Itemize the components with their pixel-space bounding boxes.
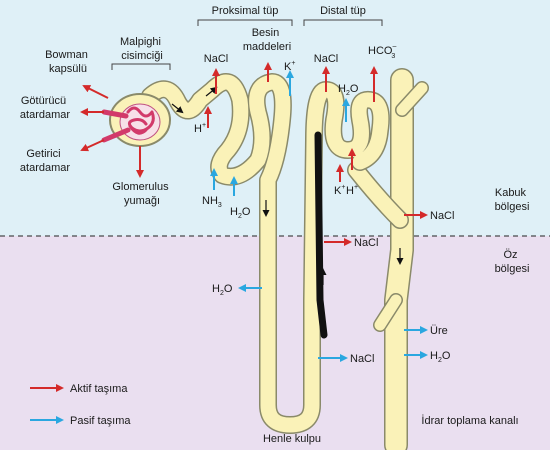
nacl-proximal: NaCl [204,53,228,65]
nephron-tube [141,73,390,434]
idrar-label: İdrar toplama kanalı [421,414,518,427]
k-proximal: K+ [284,60,295,73]
brackets [111,19,383,70]
h-proximal: H+ [194,122,206,135]
legend-passive: Pasif taşıma [70,415,131,427]
nacl-medulla: NaCl [350,353,374,365]
glomerulus-tuft [101,106,155,143]
active-arrows [30,62,428,392]
k-distal: K+ [334,184,345,197]
nacl-cortex-duct: NaCl [430,210,454,222]
glomerulus-label: Glomerulus yumağı [112,181,171,207]
legend-active: Aktif taşıma [70,383,128,395]
h2o-collecting: H2O [430,350,451,364]
goturucu-label: Götürücü atardamar [20,95,70,121]
ure-label: Üre [430,325,448,337]
collecting-duct [347,68,429,450]
nacl-ascending: NaCl [354,237,378,249]
h2o-proximal: H2O [230,206,251,220]
nh3-proximal: NH3 [202,195,222,209]
h2o-descending: H2O [212,283,233,297]
malpighi-label: Malpighi cisimciği [120,36,164,62]
tubule-system [101,68,429,450]
getirici-label: Getirici atardamar [20,148,70,174]
proksimal-label: Proksimal tüp [212,5,279,17]
h-distal: H+ [346,184,358,197]
besin-label: Besin maddeleri [243,27,291,53]
henle-label: Henle kulpu [263,433,321,445]
passive-arrows [30,70,428,424]
nacl-distal: NaCl [314,53,338,65]
flow-arrows [171,86,404,285]
bowman-label: Bowman kapsülü [45,49,91,75]
oz-label: Öz bölgesi [495,249,530,275]
kabuk-label: Kabuk bölgesi [495,187,530,213]
hco3-distal: HCO–3 [368,43,396,60]
h2o-distal: H2O [338,83,359,97]
distal-label: Distal tüp [320,5,366,17]
